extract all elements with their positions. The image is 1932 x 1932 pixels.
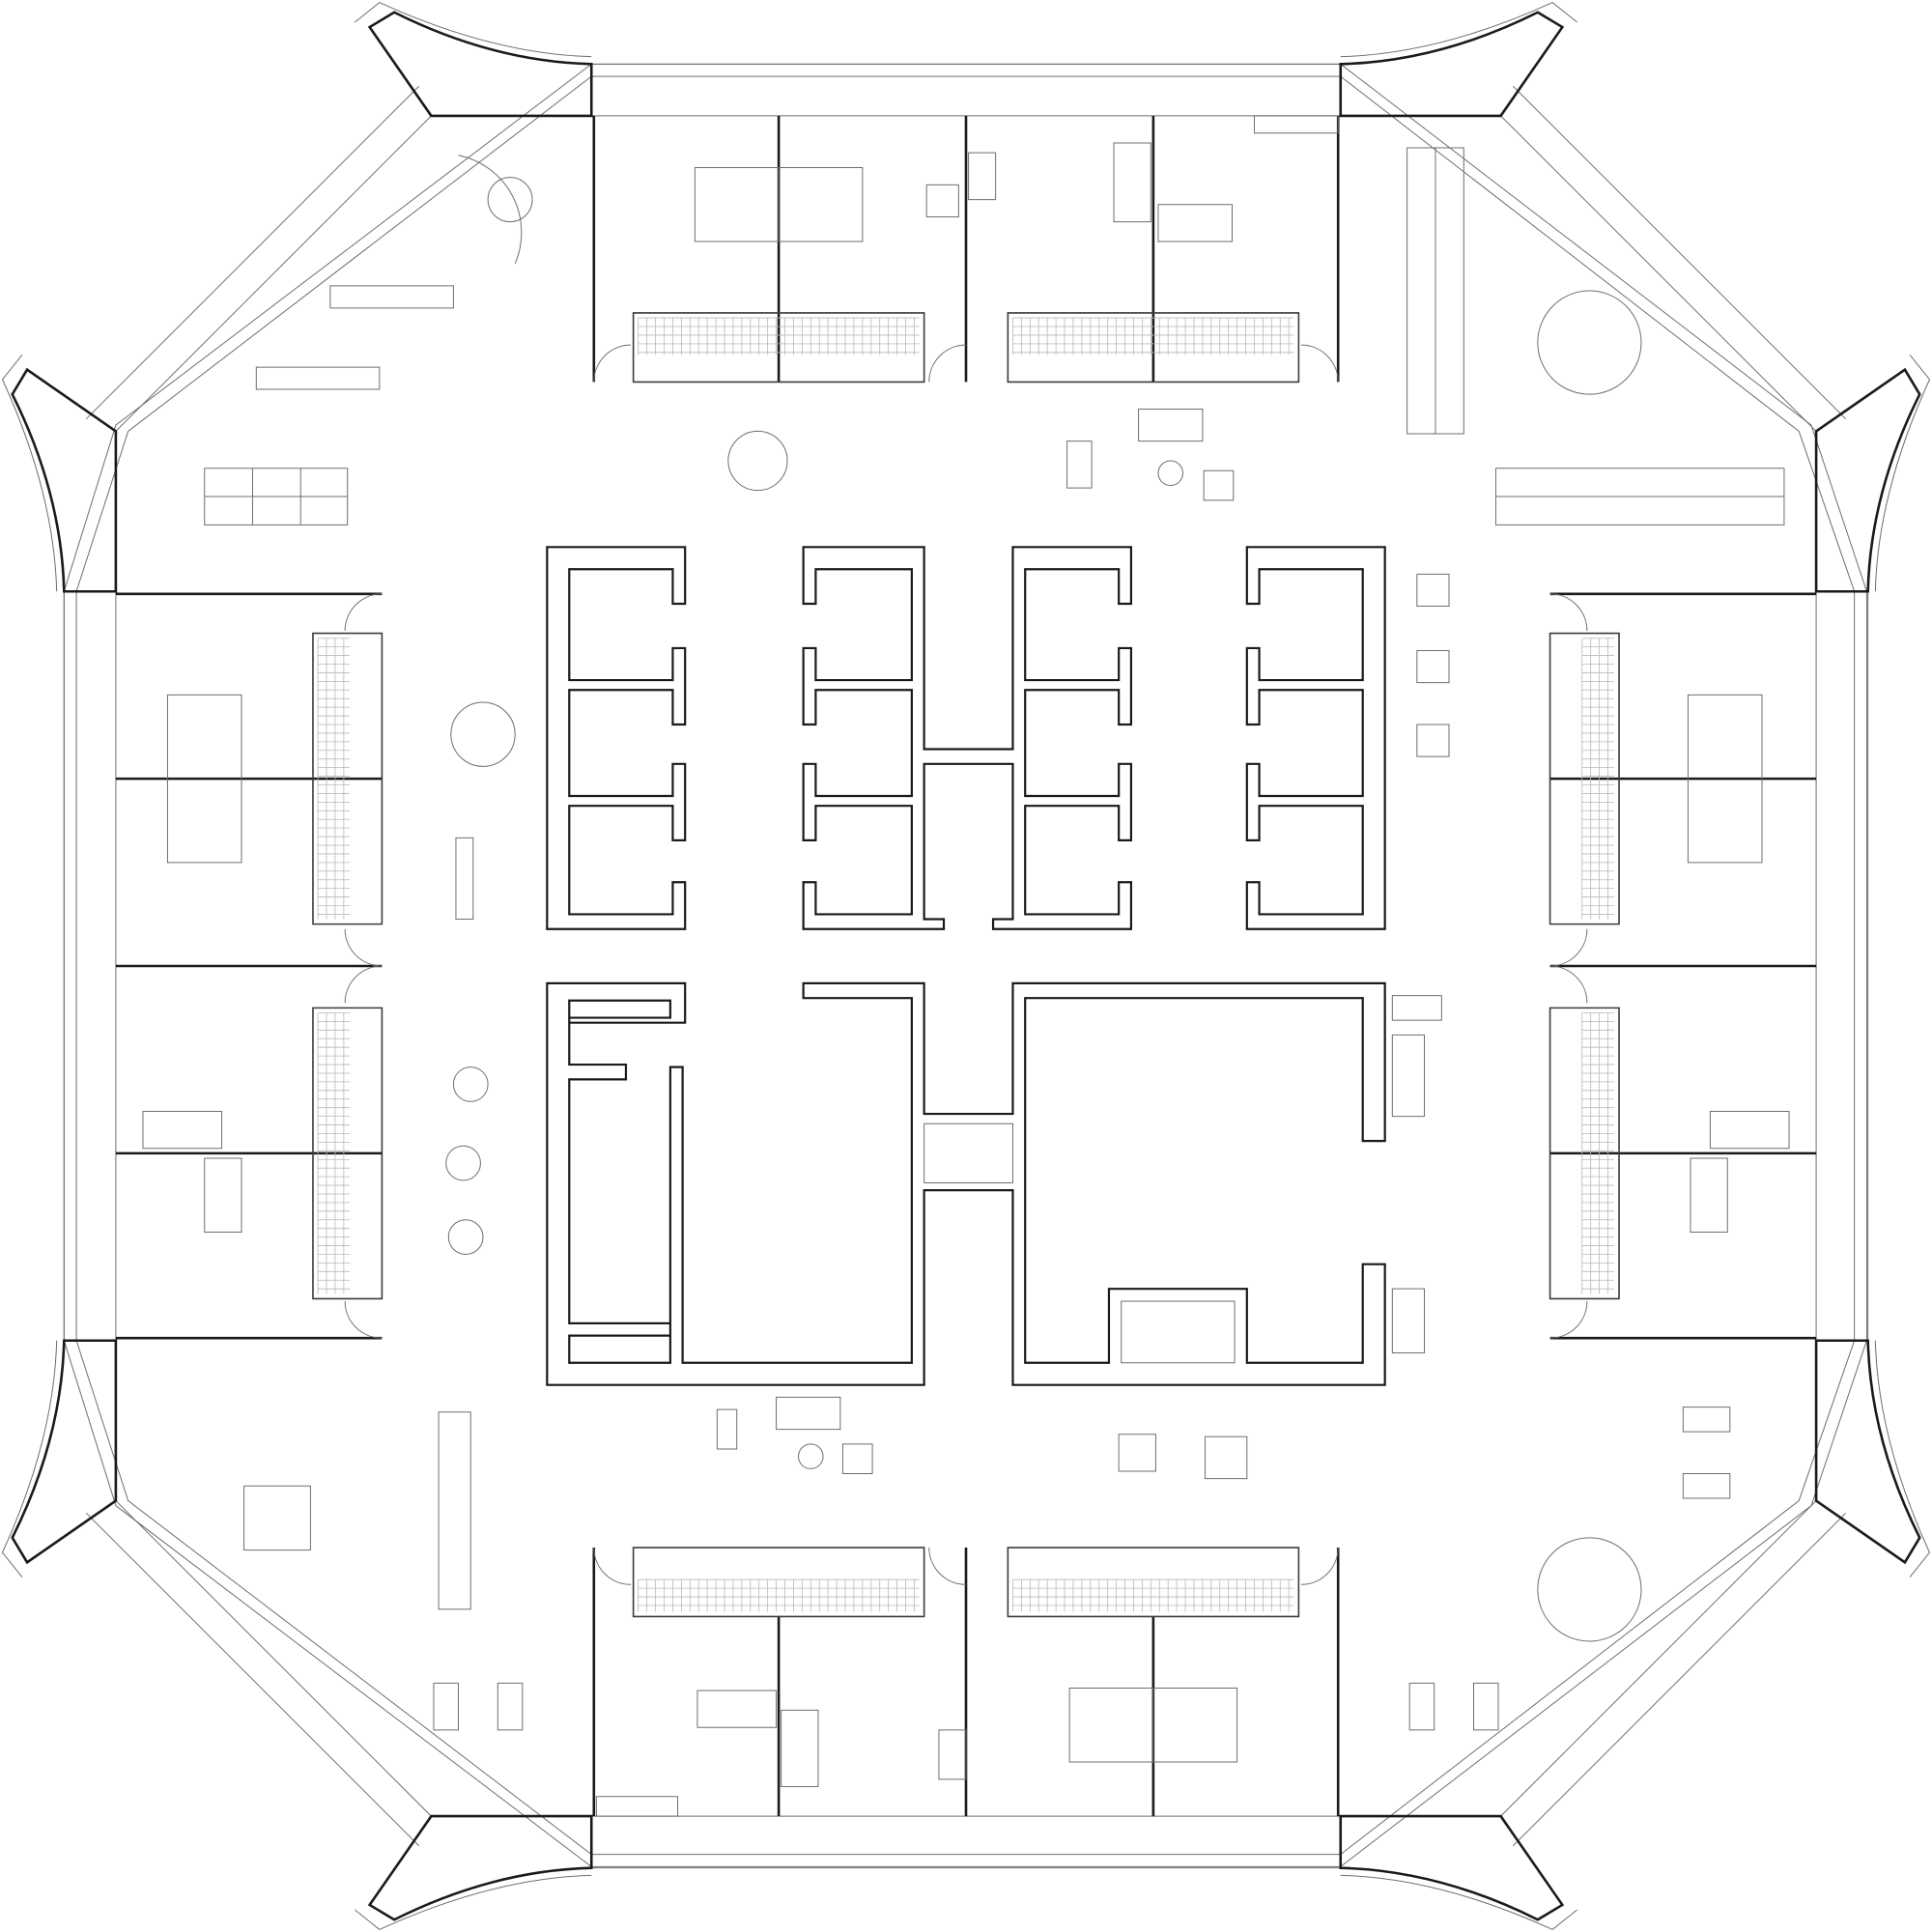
- south-rooms: [594, 1548, 1338, 1816]
- furniture: [205, 148, 1784, 1730]
- east-rooms: [1550, 594, 1817, 1338]
- bathroom-tiles: [318, 318, 1614, 1611]
- central-core: [547, 547, 1384, 1384]
- corner-columns: [3, 3, 1930, 1930]
- north-rooms: [594, 116, 1338, 383]
- door-swings: [345, 345, 1587, 1584]
- west-rooms: [116, 594, 383, 1338]
